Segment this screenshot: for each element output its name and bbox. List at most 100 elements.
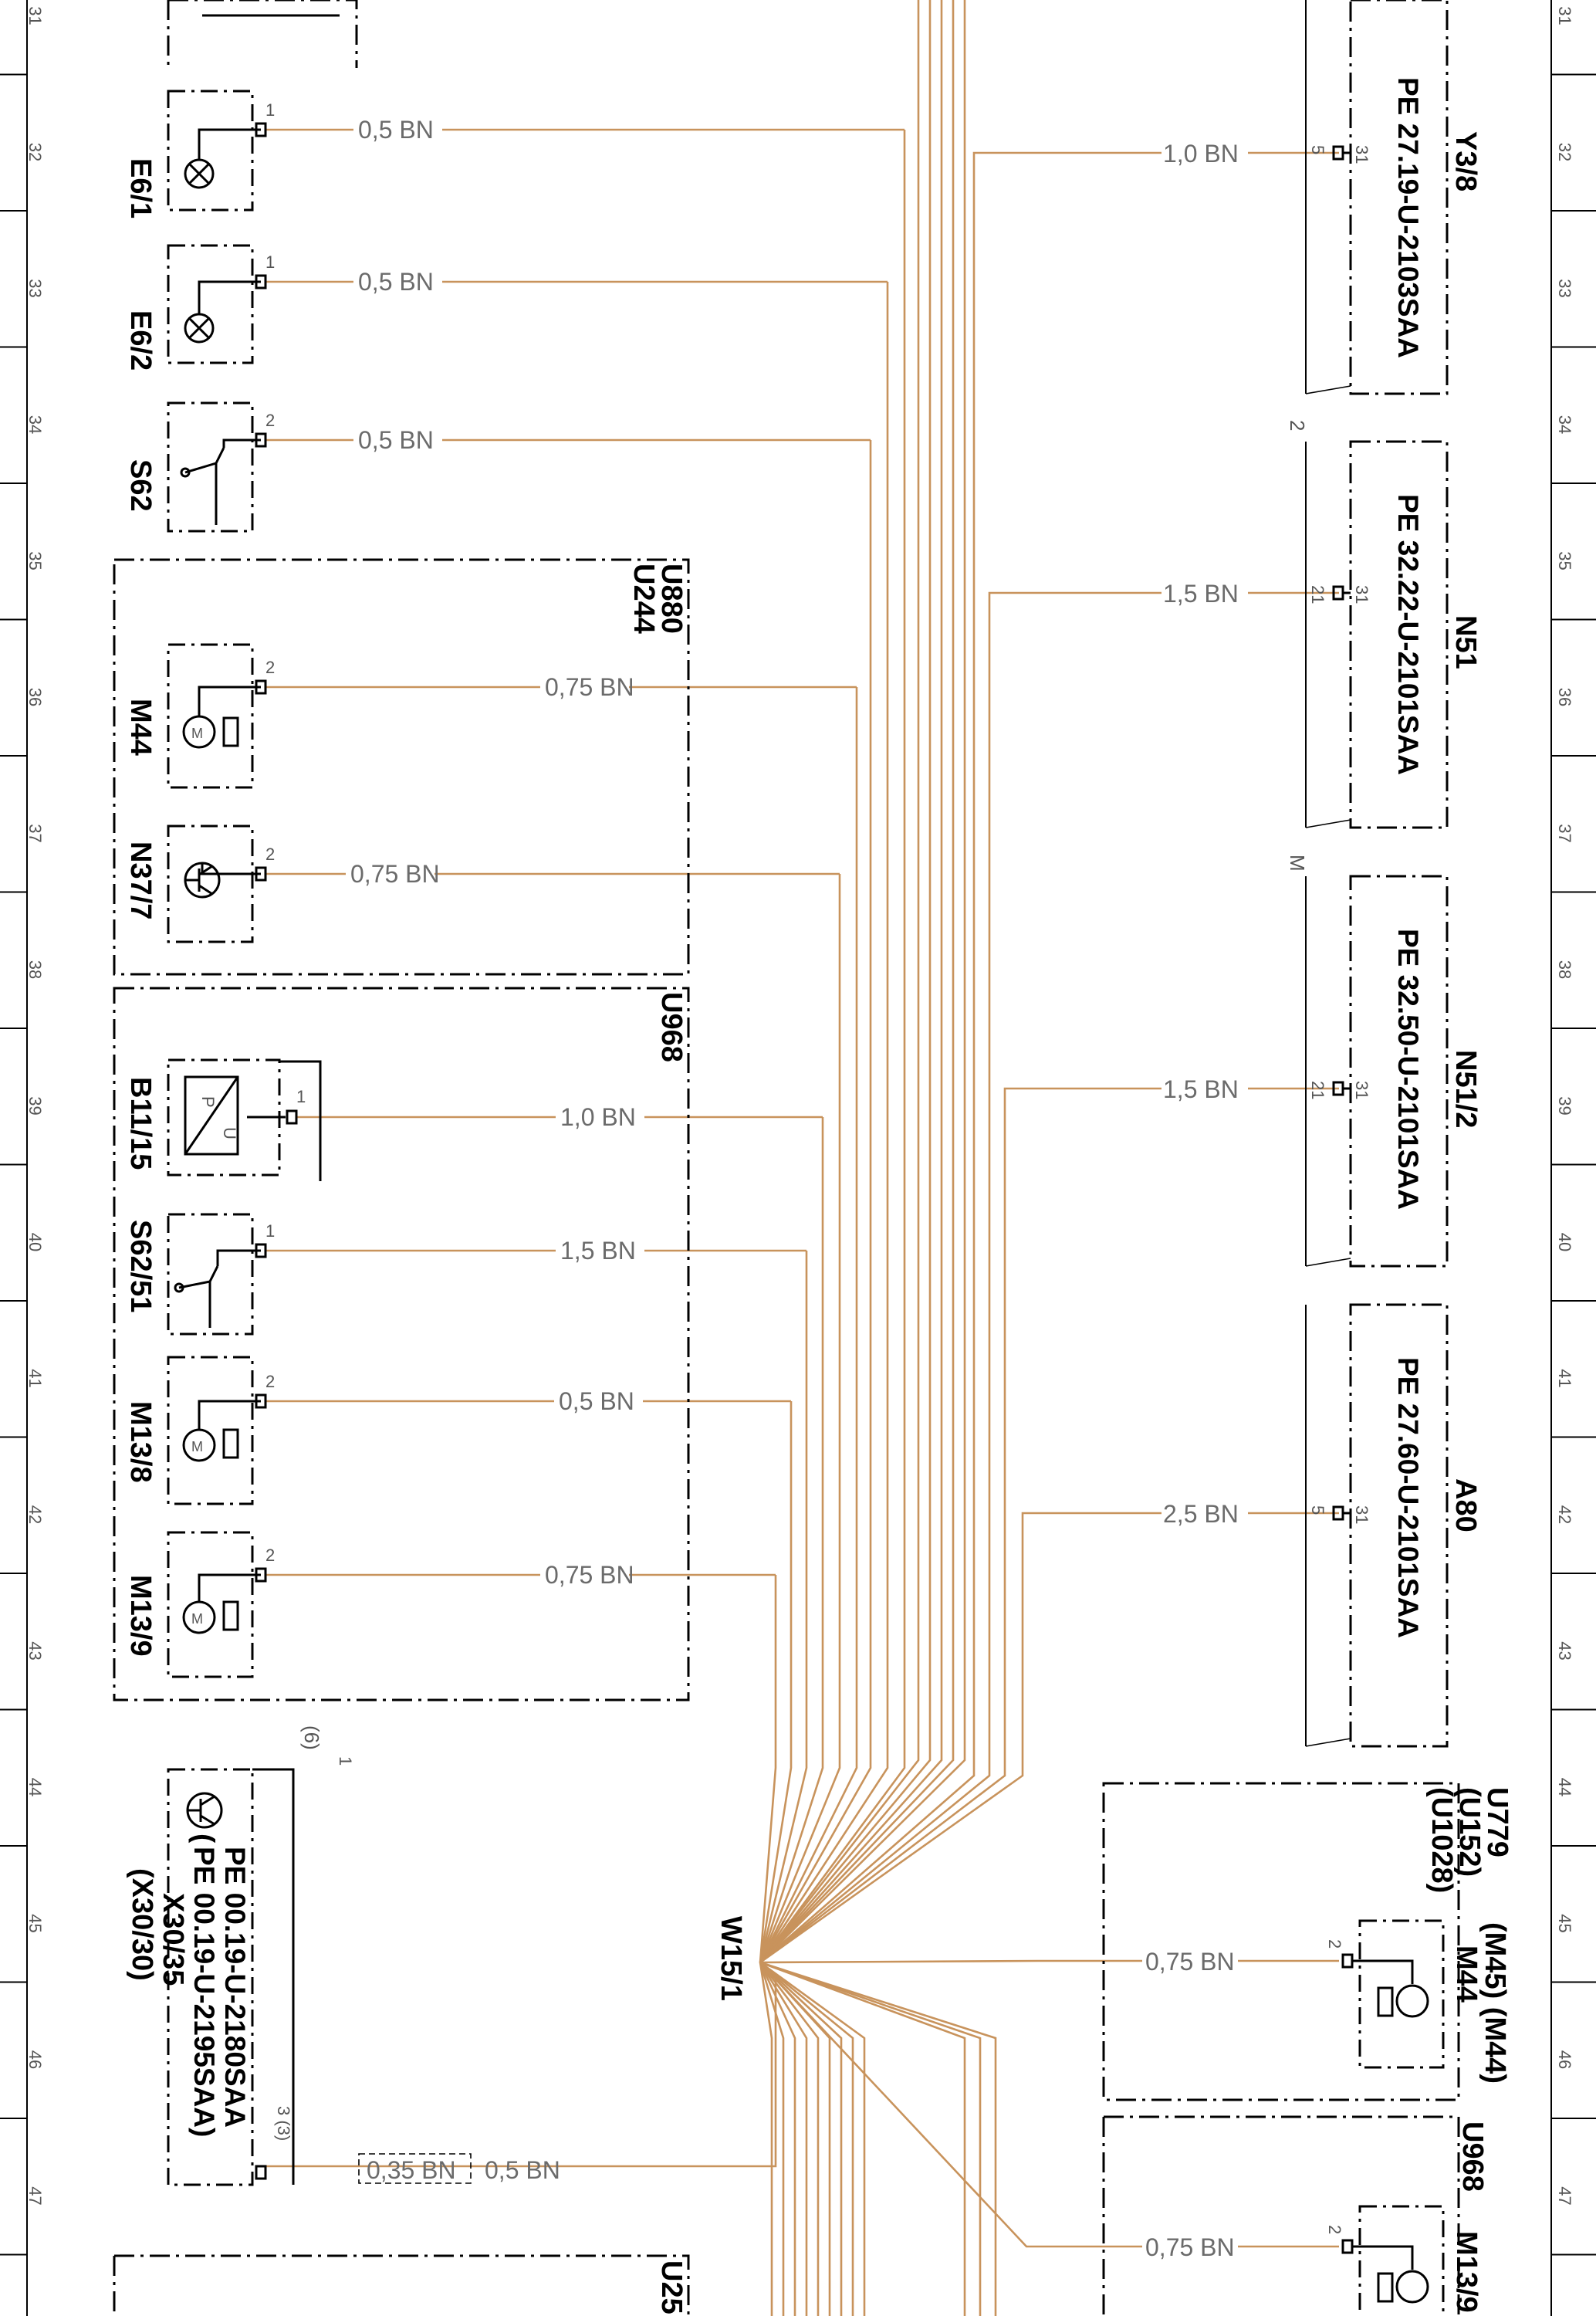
component-m13-8[interactable]: M 2 M13/8: [124, 1356, 275, 1505]
svg-text:U968: U968: [1456, 2121, 1489, 2192]
component-label-alt: (M45) (M44): [1479, 1922, 1511, 2084]
svg-text:M: M: [1286, 855, 1309, 872]
svg-text:2: 2: [265, 1546, 275, 1565]
svg-text:31: 31: [1352, 585, 1371, 604]
wire-label: 0,75 BN: [545, 1561, 634, 1589]
pe-reference: PE 00.19-U-2180SAA: [219, 1847, 251, 2128]
svg-text:5: 5: [1308, 145, 1327, 154]
grid-number: 39: [25, 1096, 45, 1115]
group-u968-right: U968: [1102, 2115, 1489, 2316]
wire-label: 0,75 BN: [1145, 2233, 1235, 2261]
component-label: M13/8: [124, 1401, 157, 1483]
svg-text:21: 21: [1308, 1081, 1327, 1099]
grid-number: 40: [25, 1233, 45, 1251]
group-u779: U779 (U152) (U1028): [1102, 1782, 1513, 2101]
component-n37-7[interactable]: 2 N37/7: [124, 824, 275, 943]
svg-text:31: 31: [1352, 1081, 1371, 1099]
component-b11-15[interactable]: P U 1 B11/15: [124, 1058, 322, 1181]
grid-number: 37: [1555, 824, 1574, 842]
svg-text:U779: U779: [1481, 1787, 1513, 1857]
svg-text:(U1028): (U1028): [1425, 1787, 1458, 1893]
component-label-alt: (X30/30): [126, 1868, 158, 1981]
svg-text:5: 5: [1308, 1505, 1327, 1515]
svg-text:1: 1: [296, 1087, 306, 1106]
component-label: E6/2: [124, 310, 157, 371]
group-u25: U25: [113, 2254, 690, 2316]
component-label: S62: [124, 459, 157, 512]
grid-number: 38: [1555, 960, 1574, 979]
grid-number: 34: [1555, 415, 1574, 434]
pin-label: 1: [265, 252, 275, 272]
component-s62-51[interactable]: 1 S62/51: [124, 1213, 275, 1336]
grid-number: 43: [1555, 1641, 1574, 1660]
wire-label: 1,0 BN: [1163, 140, 1239, 168]
component-n51-2[interactable]: 21 31 PE 32.50-U-2101SAA N51/2 M: [1286, 855, 1482, 1268]
component-e6-2[interactable]: 1 E6/2: [124, 244, 275, 371]
svg-text:2: 2: [1325, 1939, 1344, 1949]
grid-number: 34: [25, 415, 45, 434]
component-label: Y3/8: [1449, 131, 1482, 191]
svg-text:31: 31: [1352, 145, 1371, 164]
grid-number: 40: [1555, 1233, 1574, 1251]
wire-label: 0,5 BN: [559, 1387, 634, 1415]
grid-number: 44: [1555, 1778, 1574, 1796]
grid-number: 32: [25, 143, 45, 161]
pe-reference: PE 27.19-U-2103SAA: [1392, 77, 1424, 358]
svg-text:2: 2: [1325, 2225, 1344, 2234]
component-label: E6/1: [124, 158, 157, 218]
svg-text:M: M: [191, 1439, 203, 1454]
component-label: M44: [124, 699, 157, 756]
svg-text:U880: U880: [655, 564, 688, 634]
component-m13-9[interactable]: M 2 M13/9: [124, 1531, 275, 1678]
pe-reference: PE 00.19-U-2195SAA): [188, 1847, 220, 2137]
svg-text:21: 21: [1308, 585, 1327, 604]
component-label: S62/51: [124, 1220, 157, 1312]
component-label: M13/9: [1450, 2231, 1483, 2313]
grid-number: 47: [25, 2186, 45, 2205]
component-label: M13/9: [124, 1575, 157, 1657]
svg-text:(U152): (U152): [1453, 1787, 1486, 1877]
grid-number: 46: [25, 2050, 45, 2069]
group-u880: U880 U244: [113, 558, 690, 976]
grid-number: 31: [25, 6, 45, 25]
grid-number: 42: [1555, 1505, 1574, 1524]
pe-reference: PE 32.50-U-2101SAA: [1392, 929, 1424, 1210]
component-x30-35[interactable]: PE 00.19-U-2180SAA ( PE 00.19-U-2195SAA)…: [126, 1725, 560, 2186]
wire-label: 0,75 BN: [545, 673, 634, 701]
svg-text:P: P: [198, 1096, 218, 1108]
component-label: M44: [1450, 1945, 1483, 2003]
component-s62[interactable]: 2 S62: [124, 401, 275, 533]
grid-number: 47: [1555, 2186, 1574, 2205]
wire-label: 0,75 BN: [1145, 1948, 1235, 1976]
svg-text:U244: U244: [627, 564, 660, 634]
component-label: X30/35: [157, 1893, 189, 1986]
connector-label: W15/1: [715, 1916, 747, 2001]
component-e6-1[interactable]: 1 E6/1: [124, 0, 358, 218]
component-y3-8[interactable]: 5 31 PE 27.19-U-2103SAA Y3/8: [1305, 0, 1482, 395]
wire-label: 0,75 BN: [350, 860, 440, 888]
svg-text:U25: U25: [655, 2260, 688, 2314]
group-u968: U968: [113, 987, 690, 1701]
wire-label: 1,5 BN: [560, 1237, 636, 1265]
component-m44[interactable]: M 2 M44: [124, 643, 275, 789]
svg-text:U: U: [220, 1127, 239, 1139]
grid-number: 43: [25, 1641, 45, 1660]
grid-number: 33: [25, 279, 45, 297]
grid-number: 45: [25, 1914, 45, 1932]
wire-label: 1,0 BN: [560, 1103, 636, 1131]
component-label: N51: [1449, 615, 1482, 669]
pe-reference: PE 32.22-U-2101SAA: [1392, 494, 1424, 775]
grid-number: 35: [25, 551, 45, 570]
wire-label: 0,5 BN: [485, 2156, 560, 2184]
component-label: A80: [1449, 1478, 1482, 1532]
grid-number: 32: [1555, 143, 1574, 161]
component-label: N51/2: [1449, 1050, 1482, 1128]
grid-number: 36: [1555, 688, 1574, 706]
grid-number: 45: [1555, 1914, 1574, 1932]
